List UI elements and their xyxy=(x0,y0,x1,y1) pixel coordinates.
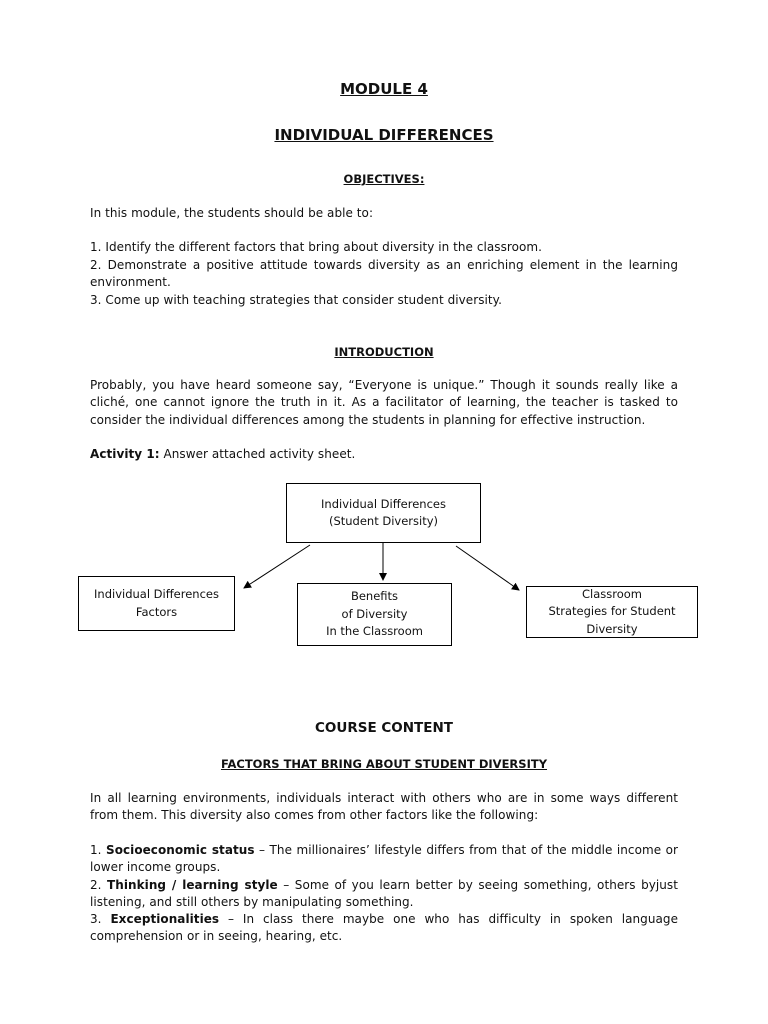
activity-line: Activity 1: Answer attached activity she… xyxy=(90,446,678,463)
activity-label: Activity 1: xyxy=(90,447,160,461)
diagram-left-box: Individual Differences Factors xyxy=(78,576,235,631)
factor-term-2: Thinking / learning style xyxy=(107,877,278,892)
diagram-middle-line-1: Benefits xyxy=(350,589,399,604)
diagram-root-line-2: (Student Diversity) xyxy=(328,514,439,528)
factor-term-1: Socioeconomic status xyxy=(106,843,255,857)
diagram-right-line-2: Strategies for Student xyxy=(548,604,676,619)
document-title: INDIVIDUAL DIFFERENCES xyxy=(274,126,494,144)
introduction-paragraph: Probably, you have heard someone say, “E… xyxy=(90,378,678,427)
objectives-heading: OBJECTIVES: xyxy=(343,172,425,186)
factor-item-1: 1. Socioeconomic status – The millionair… xyxy=(90,843,678,875)
factors-intro: In all learning environments, individual… xyxy=(90,791,678,823)
course-content-heading: COURSE CONTENT xyxy=(314,720,453,736)
module-title: MODULE 4 xyxy=(340,80,428,98)
arrow-to-left xyxy=(243,544,311,589)
diagram-right-line-1: Classroom xyxy=(581,586,642,601)
diagram-left-line-1: Individual Differences xyxy=(94,587,219,601)
factors-heading: FACTORS THAT BRING ABOUT STUDENT DIVERSI… xyxy=(220,757,548,771)
diagram-left-line-2: Factors xyxy=(135,604,178,619)
diagram-right-box: Classroom Strategies for Student Diversi… xyxy=(526,586,698,638)
objective-item-2: 2. Demonstrate a positive attitude towar… xyxy=(90,257,678,289)
diagram-root-line-1: Individual Differences xyxy=(321,496,446,511)
diagram-middle-line-2: of Diversity xyxy=(341,606,408,621)
objectives-intro: In this module, the students should be a… xyxy=(90,206,374,220)
diagram-root-box: Individual Differences (Student Diversit… xyxy=(286,483,481,543)
objective-item-1: 1. Identify the different factors that b… xyxy=(90,240,542,254)
arrow-to-right xyxy=(455,545,520,591)
objective-item-3: 3. Come up with teaching strategies that… xyxy=(90,292,502,307)
diagram-middle-box: Benefits of Diversity In the Classroom xyxy=(297,583,452,646)
introduction-heading: INTRODUCTION xyxy=(334,345,434,359)
factor-term-3: Exceptionalities xyxy=(110,912,220,926)
factor-item-3: 3. Exceptionalities – In class there may… xyxy=(90,912,678,944)
factor-item-2: 2. Thinking / learning style – Some of y… xyxy=(90,877,678,909)
activity-text: Answer attached activity sheet. xyxy=(159,447,356,461)
diagram-middle-line-3: In the Classroom xyxy=(326,624,423,639)
diagram-right-line-3: Diversity xyxy=(586,621,638,636)
